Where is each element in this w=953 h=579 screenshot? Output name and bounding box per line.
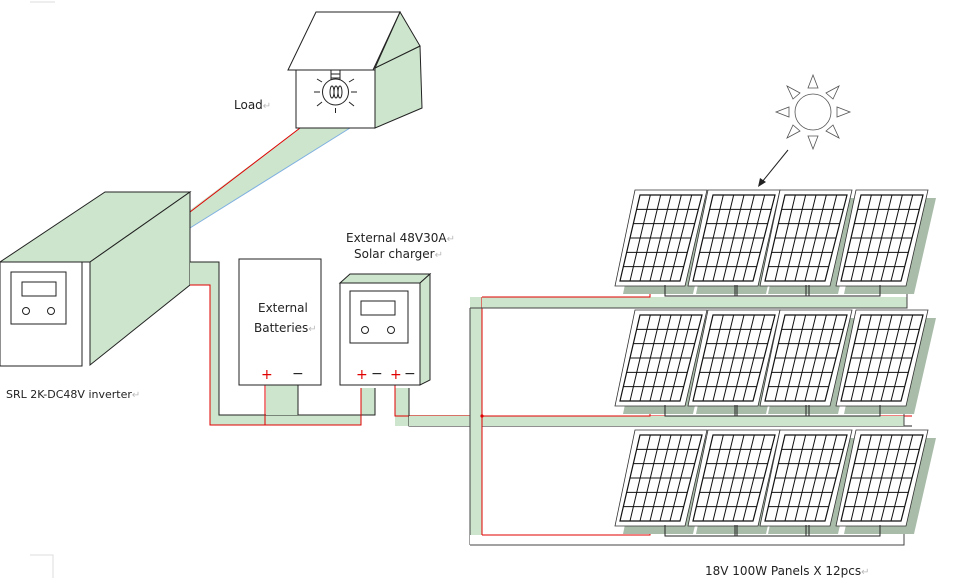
solar-panel xyxy=(759,189,860,294)
solar-panel-array xyxy=(614,189,936,537)
corner-marks xyxy=(30,1,55,578)
solar-panel xyxy=(614,309,715,414)
charger-pv-negative: − xyxy=(404,366,416,382)
charger-pv-positive: + xyxy=(390,367,402,383)
solar-panel xyxy=(614,429,715,534)
battery-negative-terminal: − xyxy=(292,366,304,382)
series-jumper xyxy=(734,285,810,297)
series-jumper xyxy=(805,285,881,297)
solar-panel xyxy=(759,429,860,534)
series-jumper xyxy=(664,285,738,297)
charger-label-line2: Solar charger↵ xyxy=(354,247,443,261)
charger-label-line1: External 48V30A↵ xyxy=(346,231,455,245)
sun-icon xyxy=(774,73,852,151)
house-icon xyxy=(189,10,423,229)
solar-panel xyxy=(687,429,788,534)
series-jumper xyxy=(805,525,881,537)
battery-positive-terminal: + xyxy=(261,367,273,383)
battery-bank xyxy=(238,258,322,386)
inverter xyxy=(0,191,192,367)
panel-row xyxy=(614,309,936,417)
solar-charger xyxy=(338,272,432,386)
load-label: Load↵ xyxy=(234,98,272,112)
inverter-label: SRL 2K-DC48V inverter↵ xyxy=(6,388,141,401)
panel-row xyxy=(614,189,936,297)
batteries-label-line1: External xyxy=(258,301,308,315)
charger-battery-positive: + xyxy=(356,367,368,383)
solar-panel xyxy=(687,189,788,294)
solar-panel xyxy=(759,309,860,414)
dc-wiring xyxy=(190,261,912,546)
charger-battery-negative: − xyxy=(371,366,383,382)
panel-row xyxy=(614,429,936,537)
solar-panel xyxy=(835,309,936,414)
solar-panel xyxy=(835,429,936,534)
panels-label: 18V 100W Panels X 12pcs↵ xyxy=(705,564,870,578)
light-bulb-icon xyxy=(314,69,357,113)
solar-panel xyxy=(835,189,936,294)
series-jumper xyxy=(734,405,810,417)
series-jumper xyxy=(734,525,810,537)
sunlight-arrow-icon xyxy=(758,149,789,187)
batteries-label-line2: Batteries↵ xyxy=(254,321,317,335)
series-jumper xyxy=(664,405,738,417)
series-jumper xyxy=(805,405,881,417)
series-jumper xyxy=(664,525,738,537)
